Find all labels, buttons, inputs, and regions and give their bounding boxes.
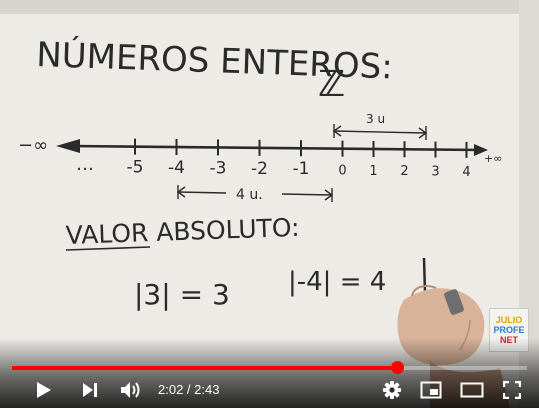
progress-played xyxy=(12,366,398,370)
distance-label-left: 4 u. xyxy=(236,187,263,203)
tick-label: 2 xyxy=(400,164,408,179)
tick-marks xyxy=(134,138,468,158)
example-absolute-value-neg4: |-4| = 4 xyxy=(288,267,386,297)
tick-label: 0 xyxy=(338,164,346,179)
negative-infinity-label: −∞ xyxy=(18,135,48,156)
logo-line-2: PROFE xyxy=(493,325,525,335)
tick-label: -4 xyxy=(168,158,185,178)
next-button[interactable] xyxy=(76,372,104,408)
volume-icon xyxy=(121,382,140,398)
fullscreen-icon xyxy=(503,381,521,399)
mute-button[interactable] xyxy=(116,372,146,408)
miniplayer-icon xyxy=(420,381,442,399)
integer-set-symbol: ℤ xyxy=(318,64,345,105)
play-button[interactable] xyxy=(30,372,58,408)
progress-bar[interactable] xyxy=(12,361,527,374)
positive-infinity-label: +∞ xyxy=(484,152,502,165)
ellipsis: … xyxy=(76,154,94,175)
left-arrow-head xyxy=(56,139,80,153)
time-display: 2:02 / 2:43 xyxy=(158,382,220,397)
tick-label: 1 xyxy=(369,164,377,179)
tick-labels: -5 -4 -3 -2 -1 0 1 2 3 4 xyxy=(127,158,471,180)
next-icon xyxy=(83,383,97,397)
tick-label: -1 xyxy=(293,159,310,179)
tick-label: 4 xyxy=(462,165,470,180)
example-absolute-value-3: |3| = 3 xyxy=(134,278,230,311)
distance-label-right: 3 u xyxy=(366,112,385,126)
tick-label: 3 xyxy=(431,165,439,180)
progress-scrubber-handle[interactable] xyxy=(391,361,405,374)
fullscreen-button[interactable] xyxy=(498,372,526,408)
theater-mode-icon xyxy=(460,382,484,398)
controls-gradient xyxy=(0,338,539,408)
miniplayer-button[interactable] xyxy=(416,372,446,408)
play-icon xyxy=(37,382,51,398)
tick-label: -2 xyxy=(251,159,268,179)
distance-marker-left: 4 u. xyxy=(176,185,334,203)
settings-button[interactable] xyxy=(378,372,406,408)
control-bar: 2:02 / 2:43 xyxy=(0,372,539,408)
gear-icon xyxy=(383,381,401,399)
theater-mode-button[interactable] xyxy=(456,372,488,408)
right-arrow-head xyxy=(474,144,488,156)
tick-label: -5 xyxy=(127,158,144,178)
number-line: −∞ +∞ … -5 -4 -3 -2 -1 0 1 2 3 4 3 u xyxy=(18,112,502,203)
distance-marker-right: 3 u xyxy=(332,112,428,140)
logo-line-1: JULIO xyxy=(495,315,523,325)
tick-label: -3 xyxy=(210,158,227,178)
